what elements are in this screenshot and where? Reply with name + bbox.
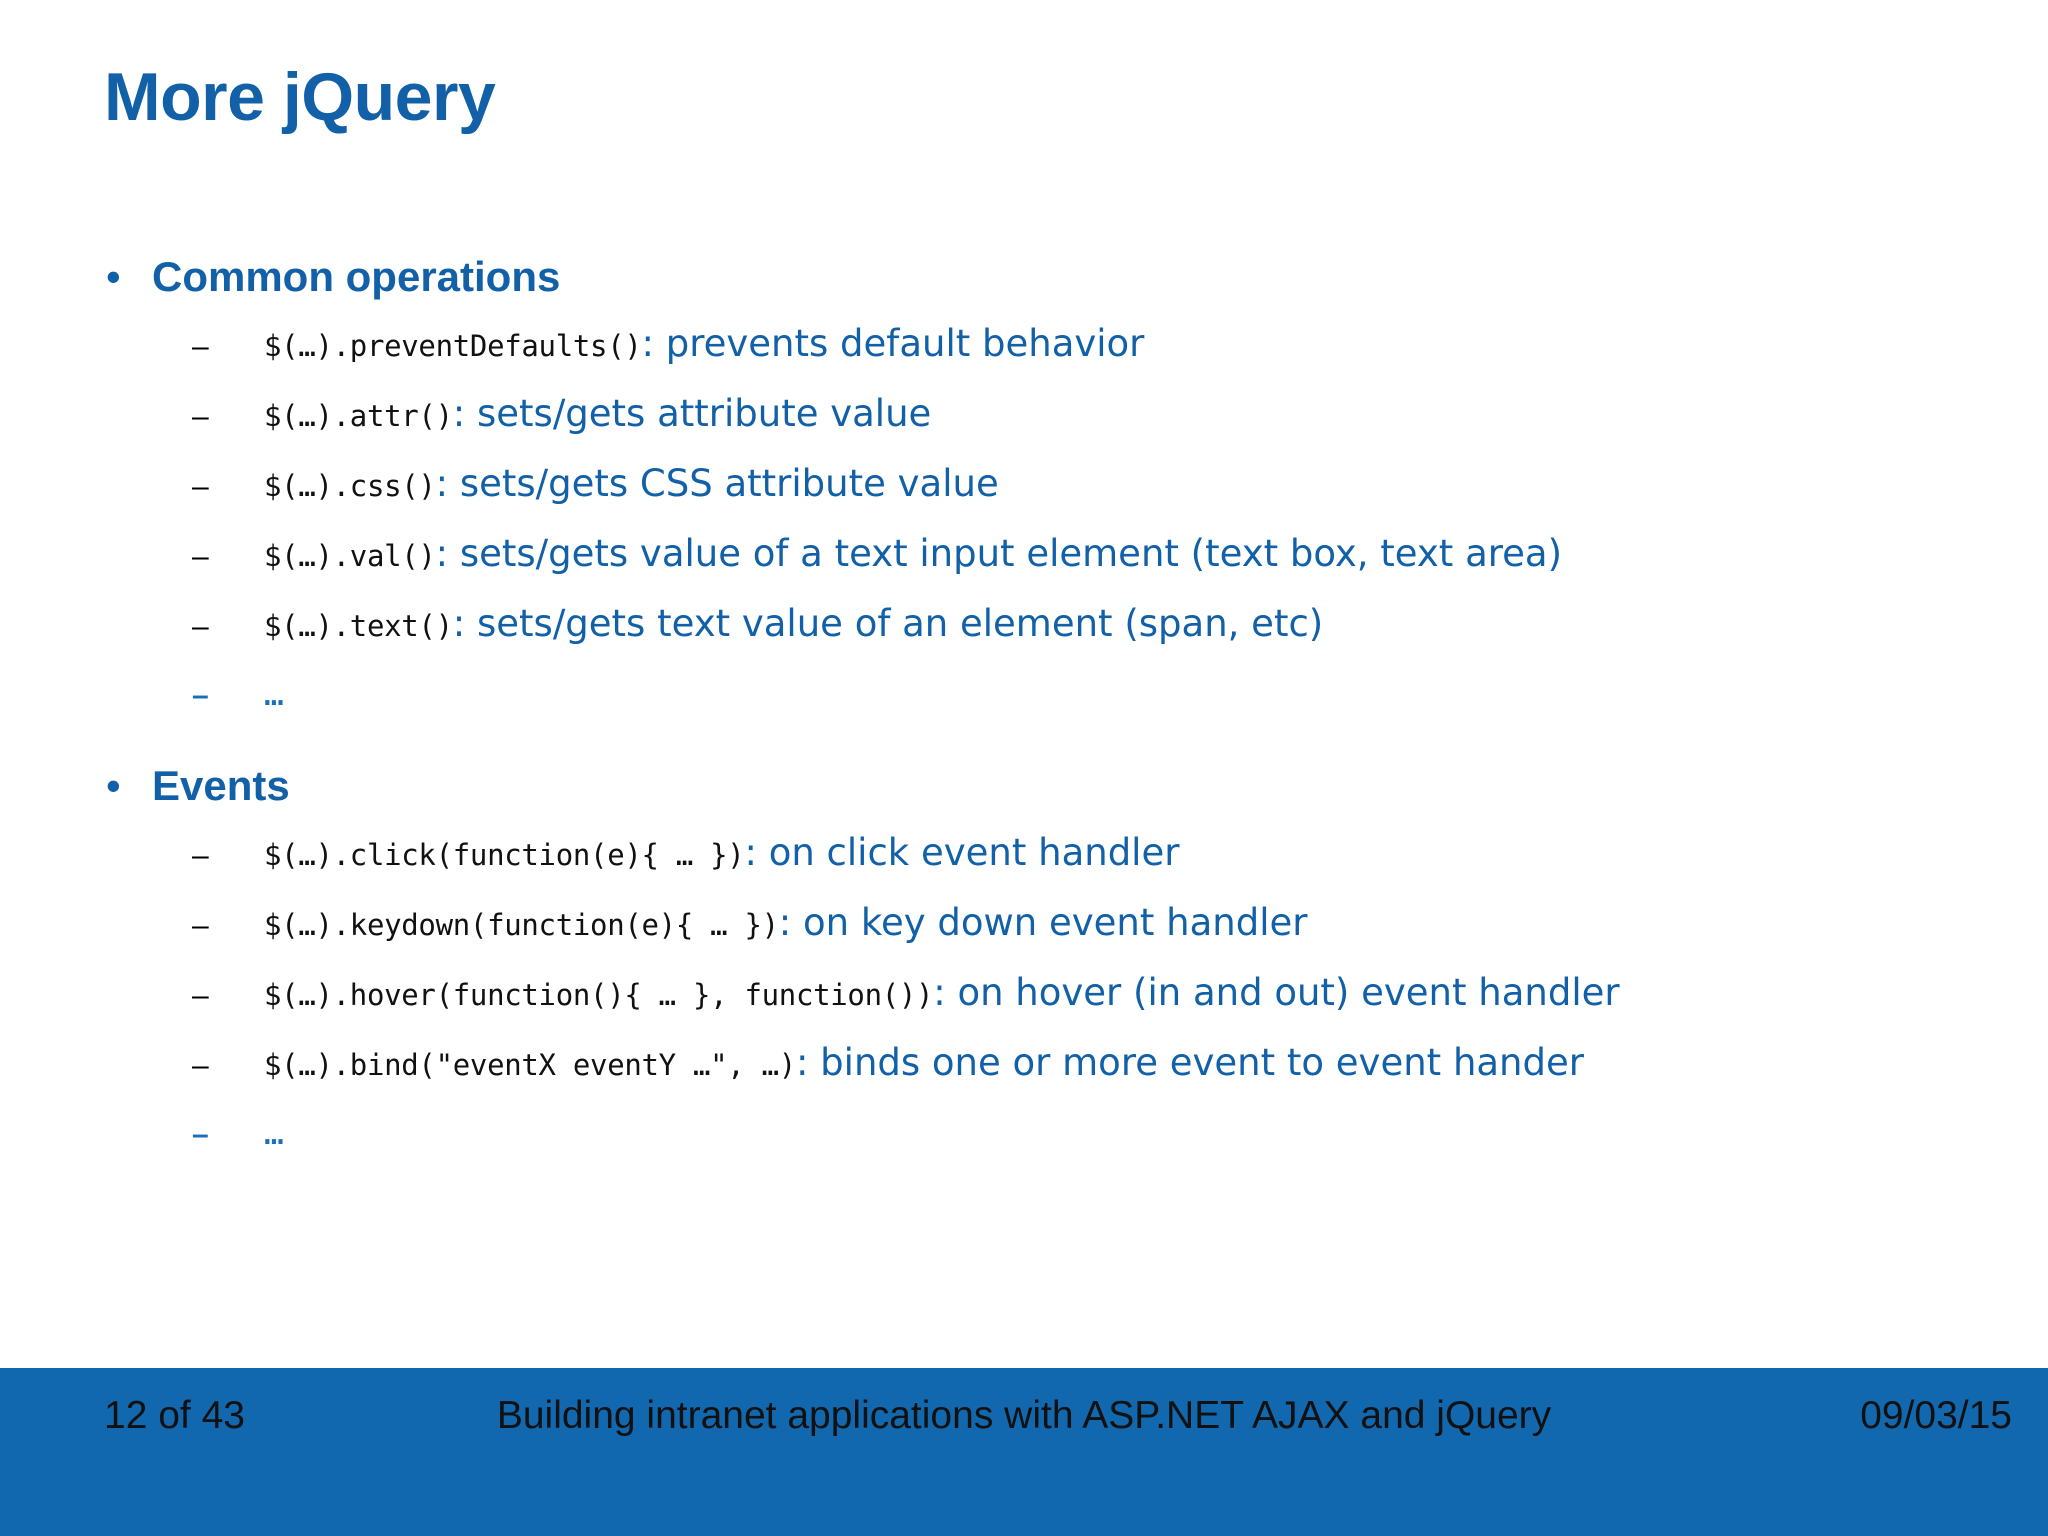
list-item: – $(…).text(): sets/gets text value of a… xyxy=(96,590,1996,660)
dash-icon: – xyxy=(192,1118,209,1151)
code-description: : sets/gets text value of an element (sp… xyxy=(452,602,1324,645)
ellipsis-label: … xyxy=(264,1113,284,1152)
code-snippet: $(…).hover(function(){ … }, function()) xyxy=(264,978,934,1012)
code-description: : on key down event handler xyxy=(778,901,1308,944)
section-heading-label: Common operations xyxy=(152,253,561,300)
code-snippet: $(…).preventDefaults() xyxy=(264,329,642,363)
list-item: – $(…).attr(): sets/gets attribute value xyxy=(96,380,1996,450)
list-item: – $(…).css(): sets/gets CSS attribute va… xyxy=(96,450,1996,520)
footer-date: 09/03/15 xyxy=(1860,1394,2012,1437)
list-item-body: $(…).css(): sets/gets CSS attribute valu… xyxy=(264,450,999,520)
code-snippet: $(…).attr() xyxy=(264,399,453,433)
section-heading-label: Events xyxy=(152,762,290,809)
code-snippet: $(…).bind("eventX eventY …", …) xyxy=(264,1048,796,1082)
code-snippet: $(…).css() xyxy=(264,469,436,503)
dash-icon: – xyxy=(192,330,209,363)
list-item-body: $(…).hover(function(){ … }, function()):… xyxy=(264,959,1620,1029)
list-item-body: … xyxy=(264,660,284,727)
section-heading-events: • Events xyxy=(96,757,1996,815)
list-item: – $(…).hover(function(){ … }, function()… xyxy=(96,959,1996,1029)
list-item: – … xyxy=(96,660,1996,729)
list-item: – $(…).keydown(function(e){ … }): on key… xyxy=(96,889,1996,959)
list-item-body: … xyxy=(264,1099,284,1166)
dash-icon: – xyxy=(192,909,209,942)
code-snippet: $(…).keydown(function(e){ … }) xyxy=(264,908,779,942)
code-description: : prevents default behavior xyxy=(641,322,1145,365)
dash-icon: – xyxy=(192,679,209,712)
slide-number: 12 of 43 xyxy=(104,1394,245,1437)
slide-body: • Common operations – $(…).preventDefaul… xyxy=(96,248,1996,1168)
code-description: : on hover (in and out) event handler xyxy=(933,971,1620,1014)
list-item: – $(…).bind("eventX eventY …", …): binds… xyxy=(96,1029,1996,1099)
section-spacer xyxy=(96,729,1996,757)
section-heading-common-operations: • Common operations xyxy=(96,248,1996,306)
dash-icon: – xyxy=(192,470,209,503)
code-snippet: $(…).val() xyxy=(264,539,436,573)
list-item-body: $(…).val(): sets/gets value of a text in… xyxy=(264,520,1562,590)
list-item-body: $(…).click(function(e){ … }): on click e… xyxy=(264,819,1179,889)
footer-band xyxy=(0,1368,2048,1536)
footer-title: Building intranet applications with ASP.… xyxy=(496,1394,1552,1437)
dash-icon: – xyxy=(192,979,209,1012)
footer: 12 of 43 Building intranet applications … xyxy=(0,1368,2048,1536)
code-snippet: $(…).text() xyxy=(264,609,453,643)
list-item: – $(…).val(): sets/gets value of a text … xyxy=(96,520,1996,590)
dash-icon: – xyxy=(192,1049,209,1082)
code-snippet: $(…).click(function(e){ … }) xyxy=(264,838,745,872)
list-item: – $(…).click(function(e){ … }): on click… xyxy=(96,819,1996,889)
ellipsis-label: … xyxy=(264,674,284,713)
list-item: – … xyxy=(96,1099,1996,1168)
dash-icon: – xyxy=(192,610,209,643)
list-item-body: $(…).keydown(function(e){ … }): on key d… xyxy=(264,889,1307,959)
code-description: : sets/gets attribute value xyxy=(452,392,932,435)
list-item-body: $(…).preventDefaults(): prevents default… xyxy=(264,310,1144,380)
dash-icon: – xyxy=(192,540,209,573)
code-description: : sets/gets value of a text input elemen… xyxy=(435,532,1563,575)
dash-icon: – xyxy=(192,400,209,433)
code-description: : on click event handler xyxy=(744,831,1180,874)
list-item-body: $(…).attr(): sets/gets attribute value xyxy=(264,380,931,450)
bullet-icon: • xyxy=(106,253,121,300)
page-title: More jQuery xyxy=(104,59,496,135)
bullet-icon: • xyxy=(106,762,121,809)
code-description: : sets/gets CSS attribute value xyxy=(435,462,999,505)
list-item: – $(…).preventDefaults(): prevents defau… xyxy=(96,310,1996,380)
list-item-body: $(…).bind("eventX eventY …", …): binds o… xyxy=(264,1029,1584,1099)
list-item-body: $(…).text(): sets/gets text value of an … xyxy=(264,590,1323,660)
dash-icon: – xyxy=(192,839,209,872)
code-description: : binds one or more event to event hande… xyxy=(795,1041,1584,1084)
